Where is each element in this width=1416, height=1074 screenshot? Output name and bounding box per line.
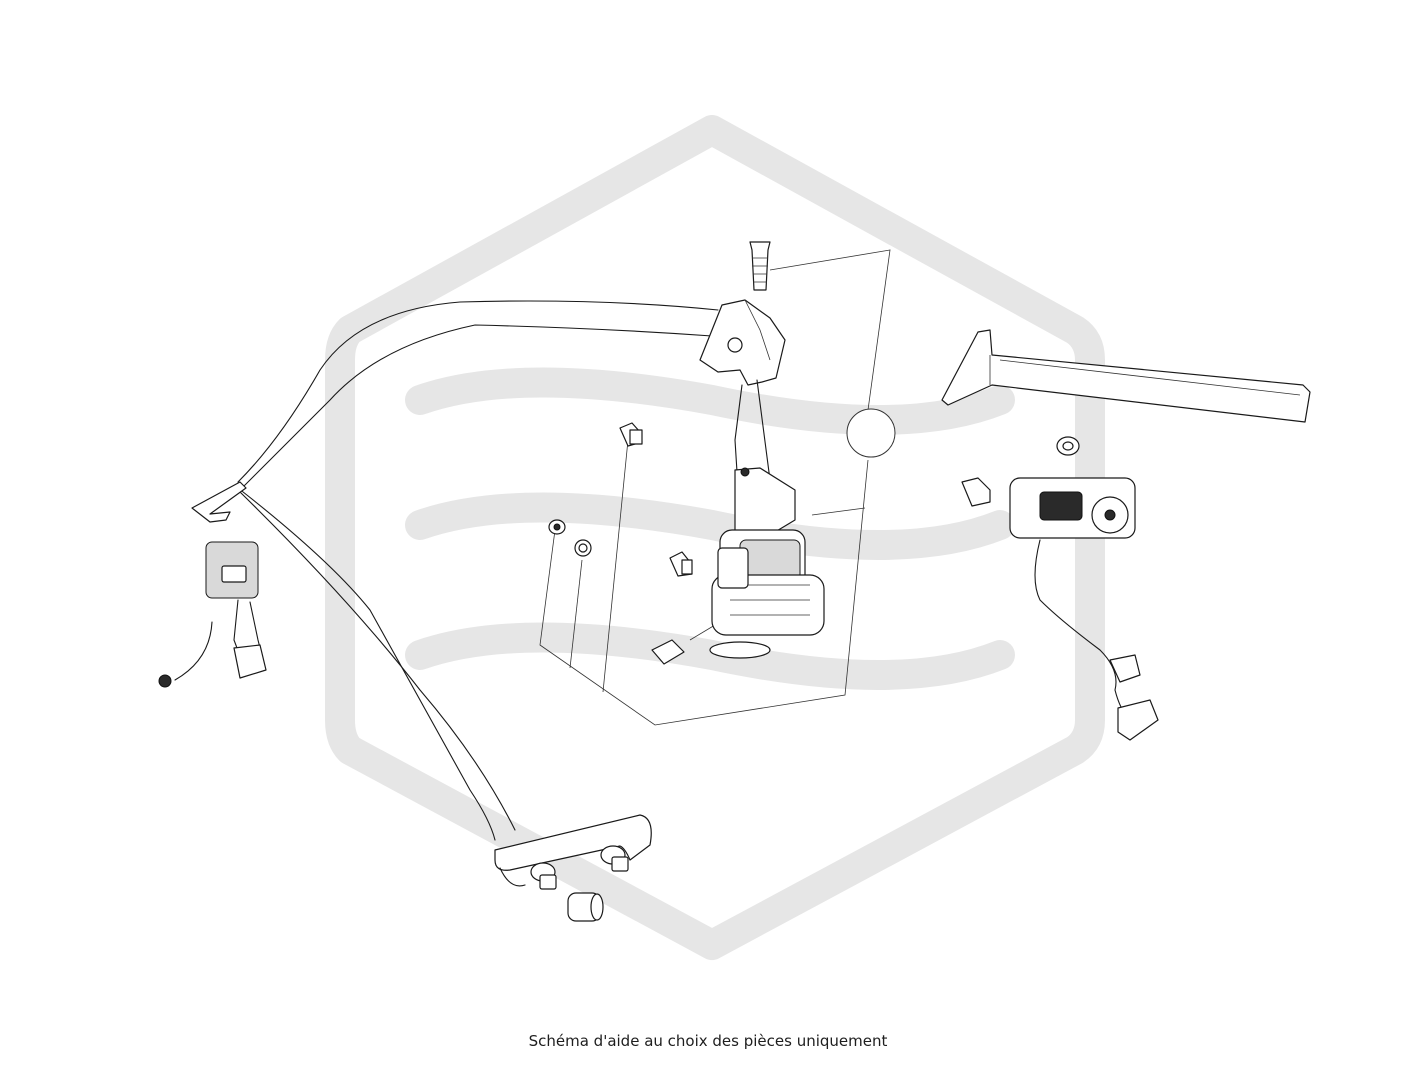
seat-belt-webbing: [237, 300, 719, 841]
lower-bolt-2: [600, 845, 629, 872]
height-adjuster-rail: [941, 329, 1311, 423]
washer-2: [574, 539, 592, 557]
lower-anchor-rail: [494, 814, 652, 887]
callout-circle: [846, 408, 896, 458]
watermark-logo: [325, 115, 1105, 960]
leader-lines: [539, 249, 891, 726]
caption: Schéma d'aide au choix des pièces unique…: [528, 1032, 888, 1050]
bolt-center-2: [669, 551, 693, 577]
lower-bolt-1: [530, 862, 557, 890]
seat-belt-buckle: [158, 481, 267, 688]
clip-piece: [651, 639, 685, 665]
retractor-assembly: [709, 467, 825, 659]
upper-anchor-bracket: [699, 299, 786, 521]
bolt-center-1: [619, 422, 643, 447]
nut-right: [1056, 436, 1080, 456]
pretensioner-motor: [961, 477, 1159, 741]
washer-1: [548, 519, 566, 535]
upper-bolt: [749, 241, 771, 291]
spacer-bushing: [567, 892, 604, 922]
